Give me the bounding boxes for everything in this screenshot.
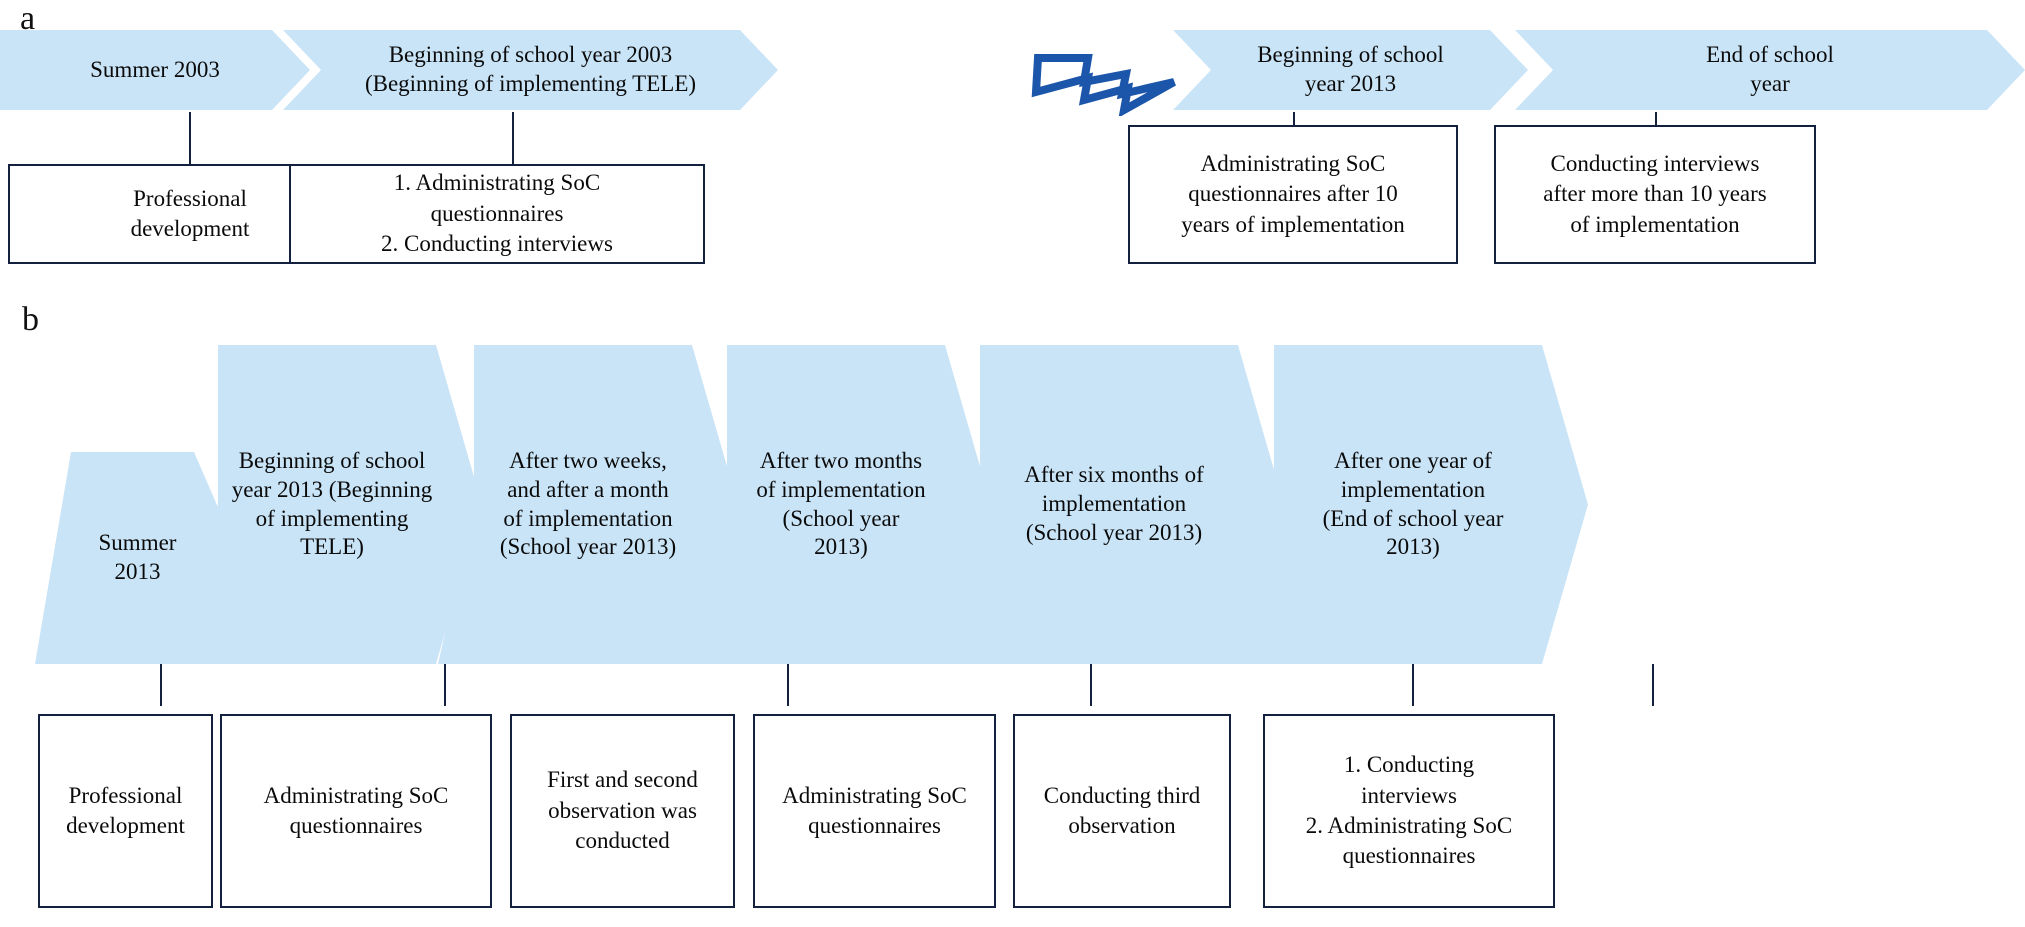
chevron-b-phase-6: After one year of implementation (End of…: [1238, 345, 1588, 664]
box-b-phase-5: Conducting third observation: [1013, 714, 1231, 908]
chevron-b-phase-5: After six months of implementation (Scho…: [944, 345, 1284, 664]
box-b-phase-3: First and second observation was conduct…: [510, 714, 735, 908]
box-b-phase-6: 1. Conducting interviews 2. Administrati…: [1263, 714, 1555, 908]
lightning-bolt-icon: [1026, 36, 1186, 118]
chevron-b-phase-3: After two weeks, and after a month of im…: [438, 345, 738, 664]
box-b-phase-1: Professional development: [38, 714, 213, 908]
box-a-phase-3: Administrating SoC questionnaires after …: [1128, 125, 1458, 264]
chevron-b-phase-4: After two months of implementation (Scho…: [691, 345, 991, 664]
box-a-phase-4: Conducting interviews after more than 10…: [1494, 125, 1816, 264]
stem-a-phase-2: [512, 112, 514, 164]
box-a-phase-2-label: 1. Administrating SoC questionnaires 2. …: [381, 170, 613, 257]
chevron-b-phase-6-label: After one year of implementation (End of…: [1322, 447, 1504, 560]
chevron-b-phase-5-label: After six months of implementation (Scho…: [1024, 462, 1204, 545]
chevron-a-phase-1-label: Summer 2003: [90, 56, 220, 82]
chevron-a-phase-1: Summer 2003: [0, 30, 310, 110]
chevron-a-phase-4-label: End of school year: [1706, 42, 1834, 96]
chevron-b-phase-2: Beginning of school year 2013 (Beginning…: [182, 345, 482, 664]
box-b-phase-3-label: First and second observation was conduct…: [547, 767, 698, 854]
stem-b-phase-5: [1412, 664, 1414, 706]
chevron-b-phase-4-label: After two months of implementation (Scho…: [756, 447, 926, 560]
chevron-b-phase-3-label: After two weeks, and after a month of im…: [499, 447, 677, 560]
stem-b-phase-6: [1652, 664, 1654, 706]
chevron-a-phase-4: End of school year: [1515, 30, 2025, 110]
box-b-phase-4-label: Administrating SoC questionnaires: [782, 782, 967, 838]
chevron-b-phase-2-label: Beginning of school year 2013 (Beginning…: [231, 447, 433, 560]
panel-letter-a: a: [20, 0, 36, 37]
panel-letter-b: b: [22, 301, 39, 338]
box-b-phase-5-label: Conducting third observation: [1043, 782, 1201, 838]
box-a-phase-2: 1. Administrating SoC questionnaires 2. …: [289, 164, 705, 264]
chevron-b-phase-1-label: Summer 2013: [98, 530, 177, 584]
box-a-phase-1-label: Professional development: [130, 185, 250, 241]
chevron-a-phase-3: Beginning of school year 2013: [1173, 30, 1528, 110]
stem-b-phase-3: [787, 664, 789, 706]
box-b-phase-1-label: Professional development: [66, 782, 185, 838]
stem-b-phase-2: [444, 664, 446, 706]
box-a-phase-3-label: Administrating SoC questionnaires after …: [1181, 150, 1405, 237]
chevron-a-phase-2-label: Beginning of school year 2003 (Beginning…: [364, 42, 697, 96]
box-b-phase-6-label: 1. Conducting interviews 2. Administrati…: [1305, 752, 1513, 869]
box-b-phase-2-label: Administrating SoC questionnaires: [263, 782, 449, 838]
chevron-a-phase-2: Beginning of school year 2003 (Beginning…: [283, 30, 778, 110]
chevron-a-phase-3-label: Beginning of school year 2013: [1257, 42, 1444, 96]
stem-a-phase-1: [189, 112, 191, 164]
stem-b-phase-4: [1090, 664, 1092, 706]
box-b-phase-2: Administrating SoC questionnaires: [220, 714, 492, 908]
box-b-phase-4: Administrating SoC questionnaires: [753, 714, 996, 908]
box-a-phase-4-label: Conducting interviews after more than 10…: [1543, 150, 1767, 237]
stem-b-phase-1: [160, 664, 162, 706]
